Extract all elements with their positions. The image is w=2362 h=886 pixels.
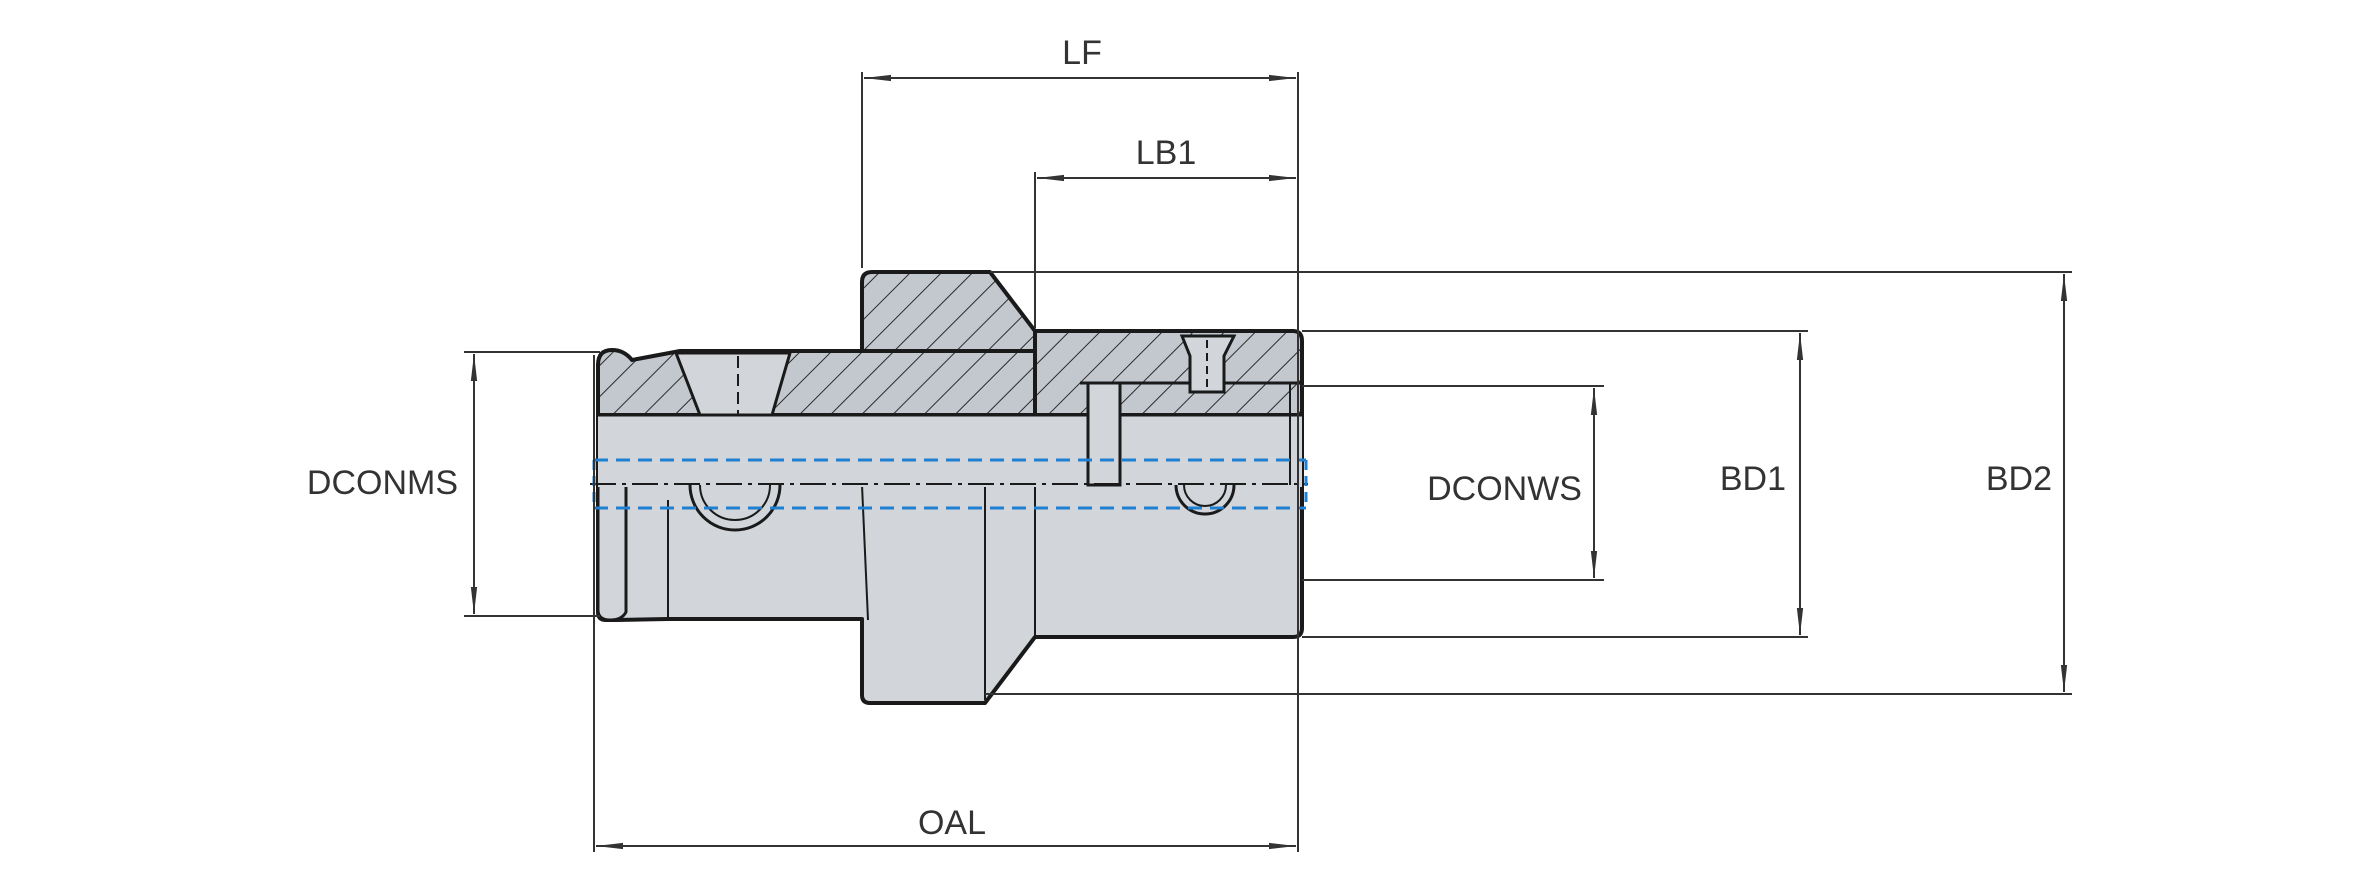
- label-dconms: DCONMS: [307, 464, 458, 502]
- label-lb1: LB1: [1136, 134, 1197, 172]
- holder-section: [596, 270, 1304, 532]
- label-bd1: BD1: [1720, 460, 1786, 498]
- clamp-screw-hole: [673, 351, 792, 417]
- label-dconws: DCONWS: [1427, 470, 1582, 508]
- section-outline: [596, 348, 1037, 417]
- ball-detent-right: [1174, 484, 1236, 516]
- stop-pin: [1086, 381, 1122, 487]
- label-oal: OAL: [918, 804, 986, 842]
- dimensions: [464, 72, 2072, 852]
- ball-detent-left: [688, 484, 782, 532]
- dimension-labels: LF LB1 DCONMS DCONWS BD1 BD2 OAL: [307, 34, 2052, 842]
- label-bd2: BD2: [1986, 460, 2052, 498]
- label-lf: LF: [1062, 34, 1102, 72]
- set-screw: [1179, 334, 1237, 394]
